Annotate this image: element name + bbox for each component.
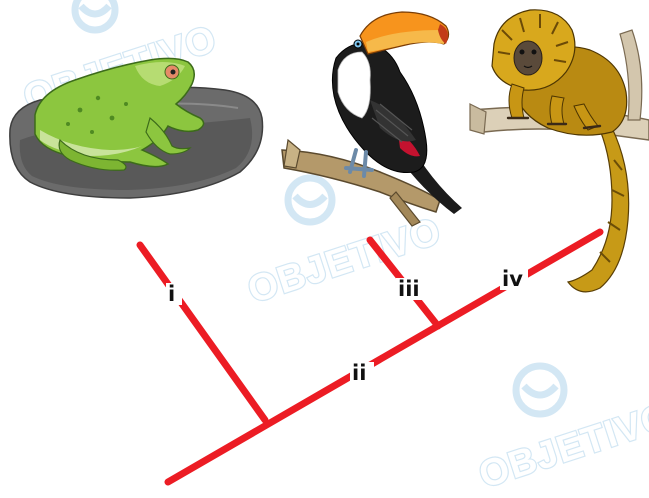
label-i: i <box>168 282 175 306</box>
tamarin-illustration <box>469 9 649 293</box>
objetivo-logo-mark <box>71 0 119 34</box>
objetivo-logo-mark <box>512 362 568 418</box>
label-iii-background <box>396 278 428 300</box>
tamarin-tail <box>566 127 630 293</box>
watermark-bottom-right: OBJETIVO <box>473 362 649 498</box>
label-i-background <box>166 283 182 305</box>
objetivo-logo-mark <box>284 174 336 226</box>
watermark-text: OBJETIVO <box>474 395 649 497</box>
branch-i <box>136 241 269 424</box>
label-iv-background <box>500 268 528 290</box>
toucan-illustration <box>281 11 462 227</box>
label-iv: iv <box>502 267 523 291</box>
label-ii: ii <box>352 361 366 385</box>
branch-labels: i ii iii iv <box>166 267 528 385</box>
label-ii-background <box>350 362 374 384</box>
tamarin-eye <box>519 49 525 55</box>
frog-illustration <box>9 57 264 199</box>
label-iii: iii <box>398 277 420 301</box>
